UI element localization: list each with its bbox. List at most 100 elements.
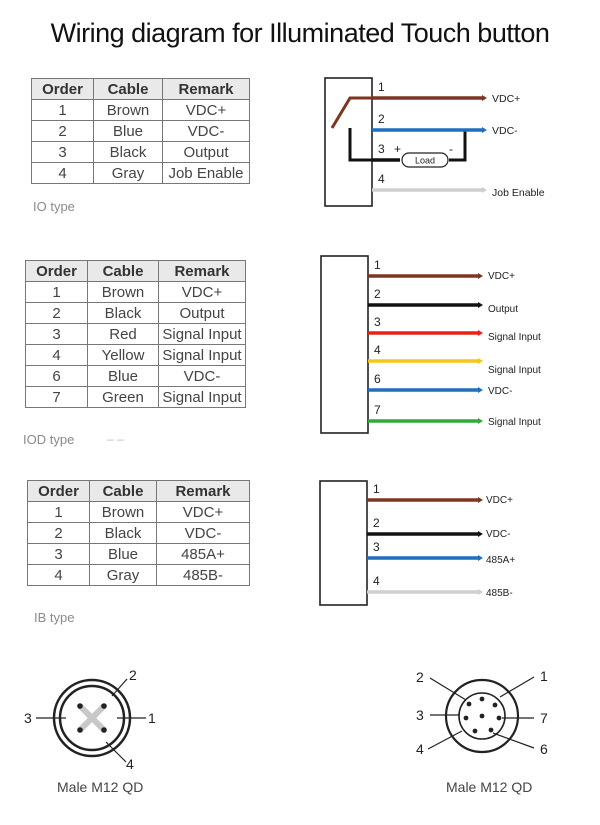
connector-x-mark <box>77 703 107 733</box>
cell-cable: Blue <box>89 543 157 565</box>
io-internal-black <box>348 128 400 162</box>
cell-remark: Job Enable <box>162 162 250 184</box>
cell-remark: VDC+ <box>162 99 250 121</box>
wire-number: 1 <box>374 258 381 272</box>
pin-4 <box>77 727 83 733</box>
wire-end-arrow <box>482 127 487 133</box>
wire-label: 485A+ <box>486 555 515 566</box>
pin-6-label: 6 <box>540 741 548 757</box>
wire-label: 485B- <box>486 588 513 599</box>
iod-dash-mark: – – <box>107 432 124 446</box>
pin-1-label: 1 <box>540 668 548 684</box>
wire-end-arrow <box>482 187 487 193</box>
pin-3-label: 3 <box>24 710 32 726</box>
wire-number: 3 <box>373 540 380 554</box>
io-type-label: IO type <box>33 199 75 214</box>
wire-end-arrow <box>478 531 483 537</box>
cell-remark: VDC+ <box>156 501 250 523</box>
cell-cable: Black <box>93 141 163 163</box>
pin <box>488 727 494 733</box>
cell-cable: Green <box>87 386 159 408</box>
header-cable: Cable <box>93 78 163 100</box>
wire-label: VDC- <box>488 386 512 397</box>
header-remark: Remark <box>156 480 250 502</box>
pin-4-label: 4 <box>416 741 424 757</box>
pin <box>492 702 498 708</box>
cell-remark: Signal Input <box>158 386 246 408</box>
wire-label: VDC- <box>492 125 518 137</box>
pin-3-label: 3 <box>416 707 424 723</box>
io-internal-brown <box>330 96 372 129</box>
wire-end-arrow <box>478 358 483 364</box>
pin-2-label: 2 <box>416 669 424 685</box>
pin-7-label: 7 <box>540 710 548 726</box>
wire-number: 3 <box>374 315 381 329</box>
pin-4-leader <box>105 741 127 763</box>
header-cable: Cable <box>89 480 157 502</box>
wire-end-arrow <box>482 95 487 101</box>
pin-2 <box>101 703 107 709</box>
pin <box>463 715 469 721</box>
wire-end-arrow <box>478 387 483 393</box>
ib-device-box <box>319 480 368 606</box>
pin <box>472 728 478 734</box>
cell-remark: Output <box>158 302 246 324</box>
wire-number: 4 <box>378 172 385 186</box>
cell-cable: Yellow <box>87 344 159 366</box>
wire-number: 2 <box>373 516 380 530</box>
header-remark: Remark <box>158 260 246 282</box>
cell-cable: Gray <box>93 162 163 184</box>
cell-cable: Black <box>87 302 159 324</box>
connector-caption-right: Male M12 QD <box>446 779 533 795</box>
wire-number: 2 <box>374 287 381 301</box>
pin-3 <box>77 703 83 709</box>
page-title: Wiring diagram for Illuminated Touch but… <box>50 18 550 48</box>
wire-end-arrow <box>478 497 483 503</box>
wire-end-arrow <box>478 302 483 308</box>
wire-number: 7 <box>374 403 381 417</box>
connector-inner-ring <box>458 692 506 740</box>
wire-label: Signal Input <box>488 332 541 343</box>
wire-label: VDC- <box>486 529 510 540</box>
wire-number: 6 <box>374 372 381 386</box>
iod-type-label: IOD type <box>23 432 75 447</box>
cell-remark: Signal Input <box>158 323 246 345</box>
pin-center <box>479 713 485 719</box>
pin-2-leader <box>429 677 467 701</box>
io-device-box <box>324 77 373 207</box>
cell-remark: 485B- <box>156 564 250 586</box>
wire-end-arrow <box>478 330 483 336</box>
wire-number: 2 <box>378 112 385 126</box>
wire-label: VDC+ <box>492 93 520 105</box>
m12-connector-8pin: 1 2 3 4 6 7 <box>416 668 548 757</box>
iod-device-box <box>320 255 369 434</box>
io-load-minus: - <box>449 142 453 156</box>
pin-4-leader <box>427 730 463 750</box>
header-cable: Cable <box>87 260 159 282</box>
cell-cable: Gray <box>89 564 157 586</box>
wire-number: 3 <box>378 142 385 156</box>
pin <box>496 715 502 721</box>
ib-type-label: IB type <box>34 610 75 625</box>
connector-caption-left: Male M12 QD <box>57 779 144 795</box>
wire-label: Job Enable <box>492 187 545 199</box>
pin-1 <box>101 727 107 733</box>
cell-order: 7 <box>25 386 88 408</box>
io-load-box <box>401 152 449 168</box>
pin-6-leader <box>492 732 535 749</box>
io-load-plus: + <box>394 142 401 156</box>
wire-end-arrow <box>478 273 483 279</box>
